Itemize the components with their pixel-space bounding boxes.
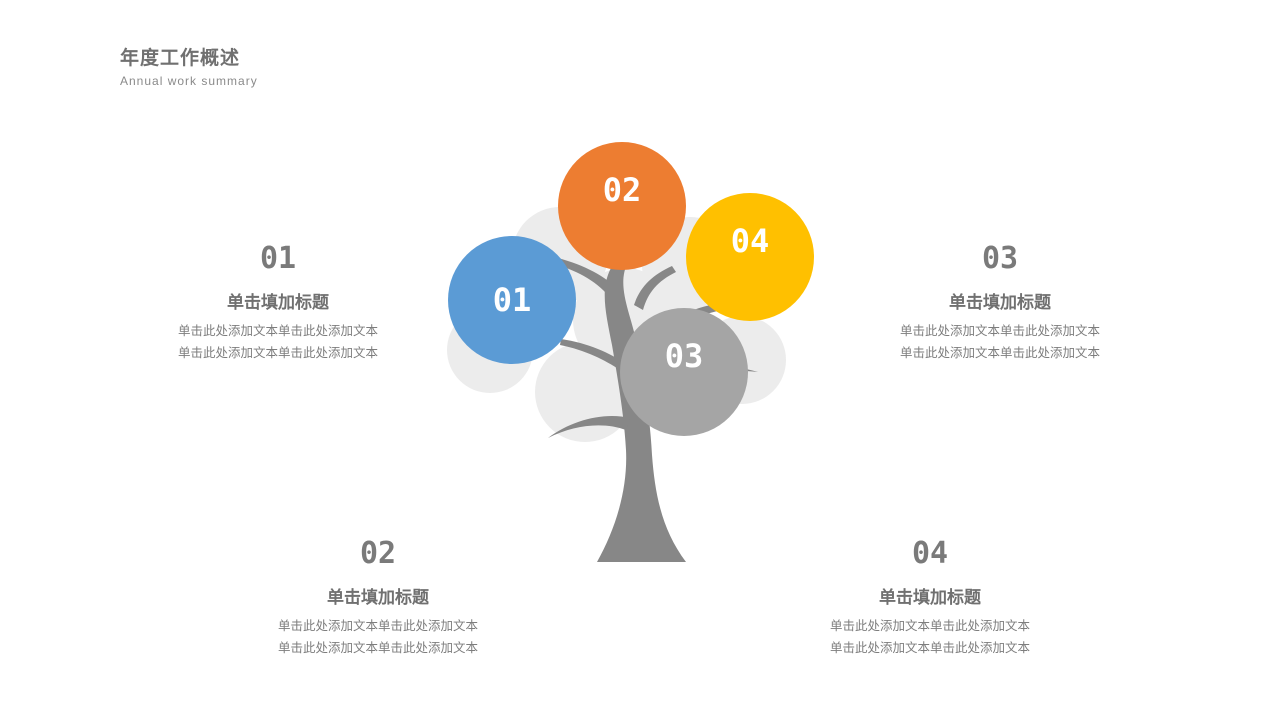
item-text-line[interactable]: 单击此处添加文本单击此处添加文本 (899, 345, 1100, 360)
item-text-line[interactable]: 单击此处添加文本单击此处添加文本 (277, 618, 478, 633)
item-heading[interactable]: 单击填加标题 (879, 588, 981, 608)
branch-right (634, 266, 676, 310)
item-heading[interactable]: 单击填加标题 (227, 293, 329, 313)
item-03: 03 单击填加标题 单击此处添加文本单击此处添加文本 单击此处添加文本单击此处添… (870, 242, 1130, 364)
item-number: 04 (911, 536, 949, 571)
item-02: 02 单击填加标题 单击此处添加文本单击此处添加文本 单击此处添加文本单击此处添… (248, 537, 508, 659)
item-heading[interactable]: 单击填加标题 (327, 588, 429, 608)
circle-03-label: 03 (665, 337, 704, 375)
circle-02-label: 02 (603, 171, 642, 209)
item-number: 03 (981, 241, 1019, 276)
circle-02: 02 (558, 142, 686, 270)
item-text-line[interactable]: 单击此处添加文本单击此处添加文本 (829, 618, 1030, 633)
item-text-line[interactable]: 单击此处添加文本单击此处添加文本 (177, 345, 378, 360)
circle-02-shape (558, 142, 686, 270)
circle-04-shape (686, 193, 814, 321)
circle-04-label: 04 (731, 222, 770, 260)
branch-bottom-left (548, 416, 630, 438)
item-text-line[interactable]: 单击此处添加文本单击此处添加文本 (829, 640, 1030, 655)
item-number: 02 (359, 536, 397, 571)
item-text-line[interactable]: 单击此处添加文本单击此处添加文本 (177, 323, 378, 338)
circle-03: 03 (620, 308, 748, 436)
item-heading[interactable]: 单击填加标题 (949, 293, 1051, 313)
circle-01: 01 (448, 236, 576, 364)
circle-04: 04 (686, 193, 814, 321)
branch-lower-left (560, 339, 626, 370)
item-04: 04 单击填加标题 单击此处添加文本单击此处添加文本 单击此处添加文本单击此处添… (800, 537, 1060, 659)
item-text-line[interactable]: 单击此处添加文本单击此处添加文本 (899, 323, 1100, 338)
branch-left (555, 258, 620, 300)
item-number: 01 (259, 241, 297, 276)
page-subtitle: Annual work summary (120, 74, 258, 88)
page-title: 年度工作概述 (120, 47, 241, 69)
circle-01-label: 01 (493, 281, 532, 319)
circle-03-shape (620, 308, 748, 436)
circle-01-shape (448, 236, 576, 364)
item-01: 01 单击填加标题 单击此处添加文本单击此处添加文本 单击此处添加文本单击此处添… (148, 242, 408, 364)
item-text-line[interactable]: 单击此处添加文本单击此处添加文本 (277, 640, 478, 655)
